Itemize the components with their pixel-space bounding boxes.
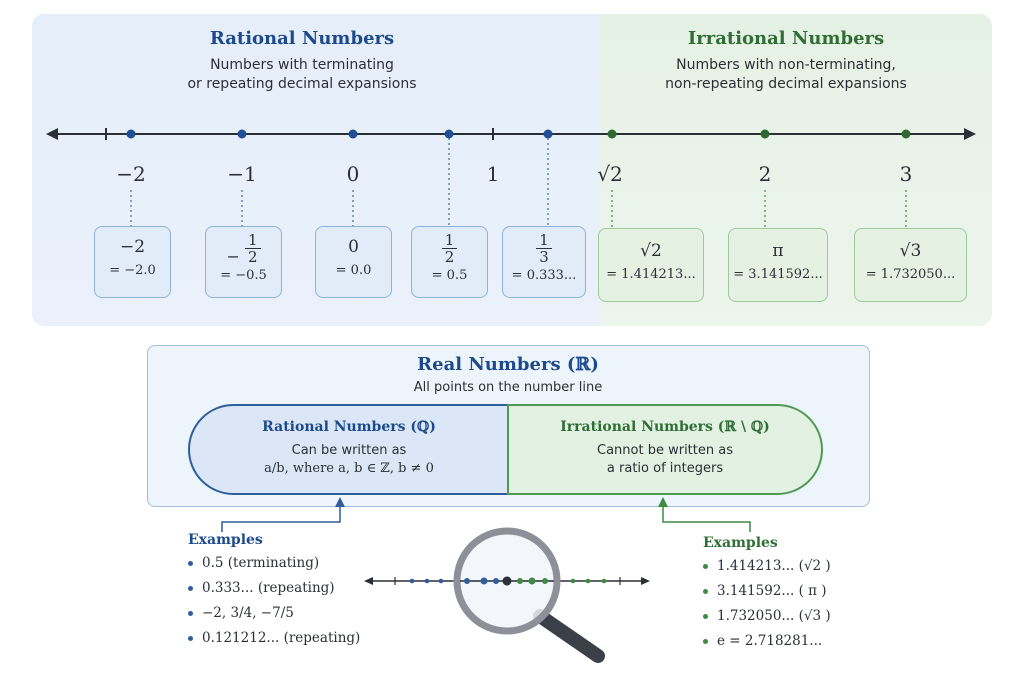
up-arrow-icon xyxy=(335,497,345,507)
rational-title: Rational Numbers xyxy=(209,28,395,49)
card-value: 0 xyxy=(348,237,359,257)
tick-label: 2 xyxy=(758,162,772,186)
right-arrow-icon xyxy=(964,128,976,140)
list-item: 3.141592... ( π ) xyxy=(703,579,903,604)
card-value: √3 xyxy=(899,241,922,261)
card-sign: − xyxy=(226,247,240,266)
rational-examples-list: 0.5 (terminating) 0.333... (repeating) −… xyxy=(188,551,388,651)
value-card: √2 = 1.414213... xyxy=(598,228,704,302)
point-sqrt2 xyxy=(607,129,617,139)
point-2 xyxy=(760,129,770,139)
value-card: √3 = 1.732050... xyxy=(854,228,967,302)
rational-set-line1: Can be written as xyxy=(291,443,407,458)
irrational-title: Irrational Numbers xyxy=(687,28,885,49)
list-item: −2, 3/4, −7/5 xyxy=(188,601,388,626)
real-subtitle: All points on the number line xyxy=(413,380,603,395)
irrational-connector xyxy=(662,505,751,532)
card-value: π xyxy=(772,241,784,261)
number-line xyxy=(46,128,976,228)
point-minus-2 xyxy=(126,129,136,139)
list-item: 0.5 (terminating) xyxy=(188,551,388,576)
tick-label: −2 xyxy=(116,162,146,186)
card-decimal: = 0.0 xyxy=(335,263,372,278)
irrational-set-title: Irrational Numbers (ℝ \ ℚ) xyxy=(560,419,770,435)
irrational-set-line2: a ratio of integers xyxy=(606,461,724,476)
rational-subtitle-2: or repeating decimal expansions xyxy=(187,76,417,92)
rational-subtitle-1: Numbers with terminating xyxy=(210,57,394,73)
rational-set-title: Rational Numbers (ℚ) xyxy=(262,419,436,435)
right-arrow-icon xyxy=(641,577,650,585)
card-value: −2 xyxy=(119,237,146,257)
rational-set-line2: a/b, where a, b ∈ ℤ, b ≠ 0 xyxy=(264,461,434,476)
left-arrow-icon xyxy=(364,577,373,585)
irrational-subtitle-1: Numbers with non-terminating, xyxy=(676,57,896,73)
tick-label: 1 xyxy=(486,162,500,186)
magnifying-glass-icon xyxy=(453,527,605,663)
card-decimal: = 1.732050... xyxy=(865,267,956,282)
point-0 xyxy=(348,129,358,139)
irrational-examples-list: 1.414213... (√2 ) 3.141592... ( π ) 1.73… xyxy=(703,554,903,654)
left-arrow-icon xyxy=(46,128,58,140)
irrational-set: Irrational Numbers (ℝ \ ℚ) Cannot be wri… xyxy=(507,404,823,495)
value-card: −2 = −2.0 xyxy=(94,226,171,298)
tick-label: −1 xyxy=(227,162,257,186)
card-decimal: = 3.141592... xyxy=(733,267,823,282)
irrational-examples-title: Examples xyxy=(703,535,778,551)
card-decimal: = −2.0 xyxy=(109,263,156,278)
list-item: 0.333... (repeating) xyxy=(188,576,388,601)
point-half xyxy=(444,129,454,139)
rational-connector xyxy=(221,505,341,532)
point-3 xyxy=(901,129,911,139)
point-third xyxy=(543,129,553,139)
rational-examples-title: Examples xyxy=(188,532,263,548)
list-item: 1.732050... (√3 ) xyxy=(703,604,903,629)
list-item: 0.121212... (repeating) xyxy=(188,626,388,651)
card-decimal: = 1.414213... xyxy=(606,267,696,282)
tick-label: 0 xyxy=(346,162,360,186)
card-value: √2 xyxy=(640,241,662,261)
tick-label: 3 xyxy=(899,162,913,186)
list-item: 1.414213... (√2 ) xyxy=(703,554,903,579)
tick-label: √2 xyxy=(597,162,623,186)
list-item: e = 2.718281... xyxy=(703,629,903,654)
up-arrow-icon xyxy=(658,497,668,507)
card-decimal: = 0.5 xyxy=(431,268,468,283)
card-decimal: = 0.333... xyxy=(511,268,577,283)
irrational-set-line1: Cannot be written as xyxy=(597,443,733,458)
point-minus-1 xyxy=(237,129,247,139)
irrational-subtitle-2: non-repeating decimal expansions xyxy=(665,76,907,92)
real-title: Real Numbers (ℝ) xyxy=(417,354,599,375)
value-card: 0 = 0.0 xyxy=(315,226,392,298)
card-decimal: = −0.5 xyxy=(220,268,267,283)
value-card: π = 3.141592... xyxy=(728,228,828,302)
